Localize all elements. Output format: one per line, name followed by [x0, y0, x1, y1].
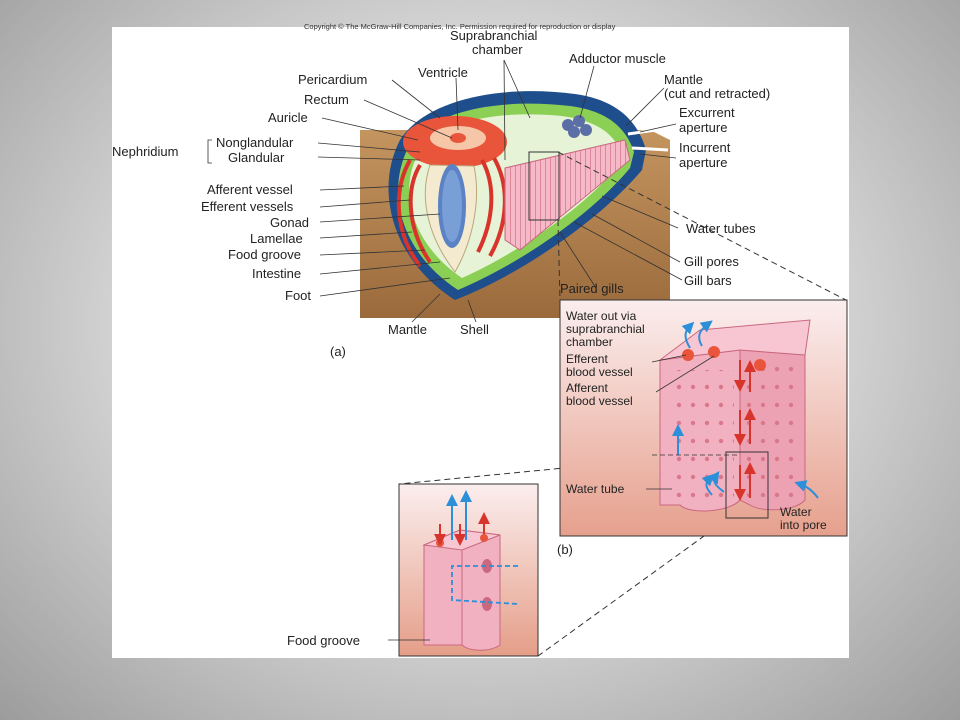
label-suprabranchial-1: Suprabranchial — [450, 28, 538, 43]
label-water-tube: Water tube — [566, 482, 625, 496]
panel-a-illustration — [360, 91, 671, 318]
label-glandular: Glandular — [228, 150, 285, 165]
label-water-out-3: chamber — [566, 335, 613, 349]
adductor-muscle — [562, 115, 592, 138]
label-food-groove-c: Food groove — [287, 633, 360, 648]
label-paired-gills: Paired gills — [560, 281, 624, 296]
zoom-box-b — [725, 451, 769, 519]
label-afferent-1: Afferent — [566, 381, 608, 395]
label-ventricle: Ventricle — [418, 65, 468, 80]
label-nephridium: Nephridium — [112, 144, 178, 159]
paired-gills — [504, 139, 631, 251]
label-water-into-2: into pore — [780, 518, 827, 532]
label-water-out-1: Water out via — [566, 309, 637, 323]
label-nonglandular: Nonglandular — [216, 135, 294, 150]
label-adductor-muscle: Adductor muscle — [569, 51, 666, 66]
label-auricle: Auricle — [268, 110, 308, 125]
label-incurrent-1: Incurrent — [679, 140, 731, 155]
gill-loops-left — [396, 159, 432, 268]
zoom-box-a — [528, 151, 560, 221]
label-rectum: Rectum — [304, 92, 349, 107]
panel-c: Food groove — [287, 483, 539, 657]
label-gill-bars: Gill bars — [684, 273, 732, 288]
label-afferent-vessel: Afferent vessel — [207, 182, 293, 197]
label-excurrent-2: aperture — [679, 120, 727, 135]
excurrent-arrow — [627, 126, 671, 136]
label-water-into-1: Water — [780, 505, 812, 519]
label-suprabranchial-2: chamber — [472, 42, 523, 57]
label-excurrent-1: Excurrent — [679, 105, 735, 120]
label-food-groove-a: Food groove — [228, 247, 301, 262]
flow-arrows-c — [434, 490, 519, 605]
rectum — [450, 133, 466, 143]
panel-b: Water out via suprabranchial chamber Eff… — [557, 299, 848, 557]
label-foot: Foot — [285, 288, 311, 303]
label-part-b: (b) — [557, 542, 573, 557]
label-efferent-vessels: Efferent vessels — [201, 199, 294, 214]
label-efferent-2: blood vessel — [566, 365, 633, 379]
label-water-tubes: Water tubes — [686, 221, 756, 236]
label-gonad: Gonad — [270, 215, 309, 230]
label-mantle: Mantle — [388, 322, 427, 337]
panel-a-labels: Pericardium Rectum Auricle Nephridium No… — [112, 28, 770, 359]
label-gill-pores: Gill pores — [684, 254, 739, 269]
label-afferent-2: blood vessel — [566, 394, 633, 408]
copyright-notice: Copyright © The McGraw-Hill Companies, I… — [304, 22, 616, 31]
label-mantle-1: Mantle — [664, 72, 703, 87]
label-efferent-1: Efferent — [566, 352, 608, 366]
gill-bar-block — [658, 319, 811, 512]
flow-arrows-b — [672, 320, 819, 501]
label-mantle-2: (cut and retracted) — [664, 86, 770, 101]
label-lamellae: Lamellae — [250, 231, 303, 246]
label-shell: Shell — [460, 322, 489, 337]
label-pericardium: Pericardium — [298, 72, 367, 87]
label-water-out-2: suprabranchial — [566, 322, 645, 336]
label-part-a: (a) — [330, 344, 346, 359]
incurrent-arrow — [631, 146, 669, 152]
label-incurrent-2: aperture — [679, 155, 727, 170]
label-intestine: Intestine — [252, 266, 301, 281]
